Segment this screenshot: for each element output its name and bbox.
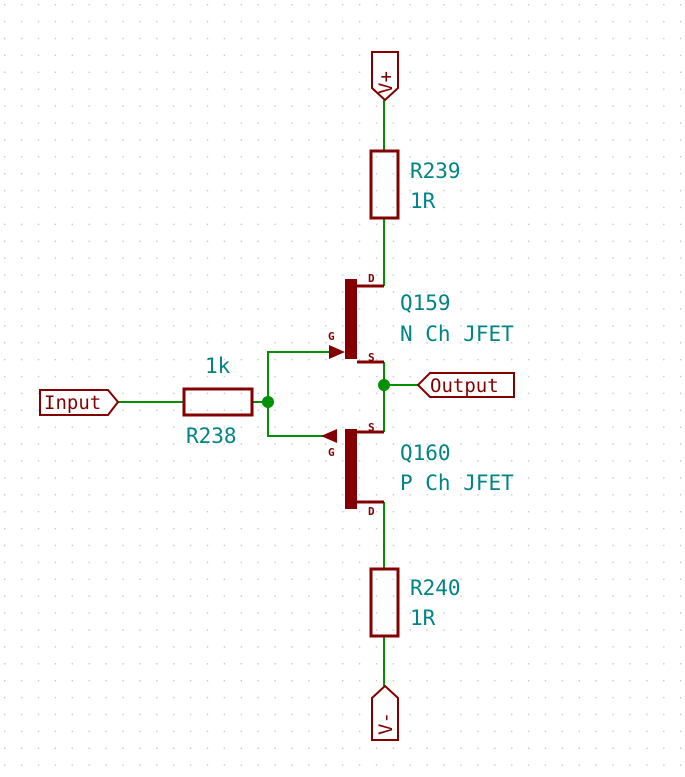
- q160-channel-bar: [345, 429, 357, 509]
- input-port-shape: [39, 389, 120, 416]
- q159-ref-label: Q159: [400, 291, 451, 315]
- q159-gate-pin-label: G: [328, 330, 335, 343]
- output-port-shape: [416, 372, 515, 398]
- q160-ref-label: Q160: [400, 441, 451, 465]
- vminus-port-label: V-: [375, 712, 397, 735]
- port-input: Input: [39, 389, 120, 416]
- r239-ref-label: R239: [410, 159, 461, 183]
- r238-ref-label: R238: [186, 424, 237, 448]
- junction-output: [378, 379, 390, 391]
- grid-dots: [4, 4, 682, 766]
- q160-drain-pin-label: D: [368, 505, 375, 518]
- q159-channel-bar: [345, 279, 357, 359]
- port-vminus: V-: [371, 684, 399, 741]
- wire-gate-split: [267, 351, 334, 437]
- resistor-r239: [369, 149, 400, 220]
- wires: [118, 100, 418, 686]
- resistor-r238: [182, 387, 254, 417]
- q160-source-pin-label: S: [368, 421, 375, 434]
- input-port-label: Input: [44, 392, 101, 414]
- jfet-q159: D G S: [328, 272, 384, 364]
- vplus-port-shape: [371, 51, 399, 102]
- q159-gate-arrow: [329, 345, 345, 359]
- r240-value-label: 1R: [410, 606, 436, 630]
- resistor-r240: [369, 567, 400, 638]
- port-output: Output: [416, 372, 515, 398]
- jfet-q160: S G D: [321, 421, 384, 518]
- q160-value-label: P Ch JFET: [400, 471, 514, 495]
- q159-value-label: N Ch JFET: [400, 322, 514, 346]
- q160-gate-pin-label: G: [328, 446, 335, 459]
- junction-gate: [262, 396, 274, 408]
- vminus-port-shape: [371, 684, 399, 741]
- output-port-label: Output: [430, 375, 499, 397]
- port-vplus: V+: [371, 51, 399, 102]
- r240-ref-label: R240: [410, 576, 461, 600]
- q159-drain-pin-label: D: [368, 272, 375, 285]
- q160-gate-arrow: [321, 429, 337, 443]
- vplus-port-label: V+: [375, 71, 397, 94]
- r238-value-label: 1k: [205, 354, 231, 378]
- r239-value-label: 1R: [410, 189, 436, 213]
- q159-source-pin-label: S: [368, 351, 375, 364]
